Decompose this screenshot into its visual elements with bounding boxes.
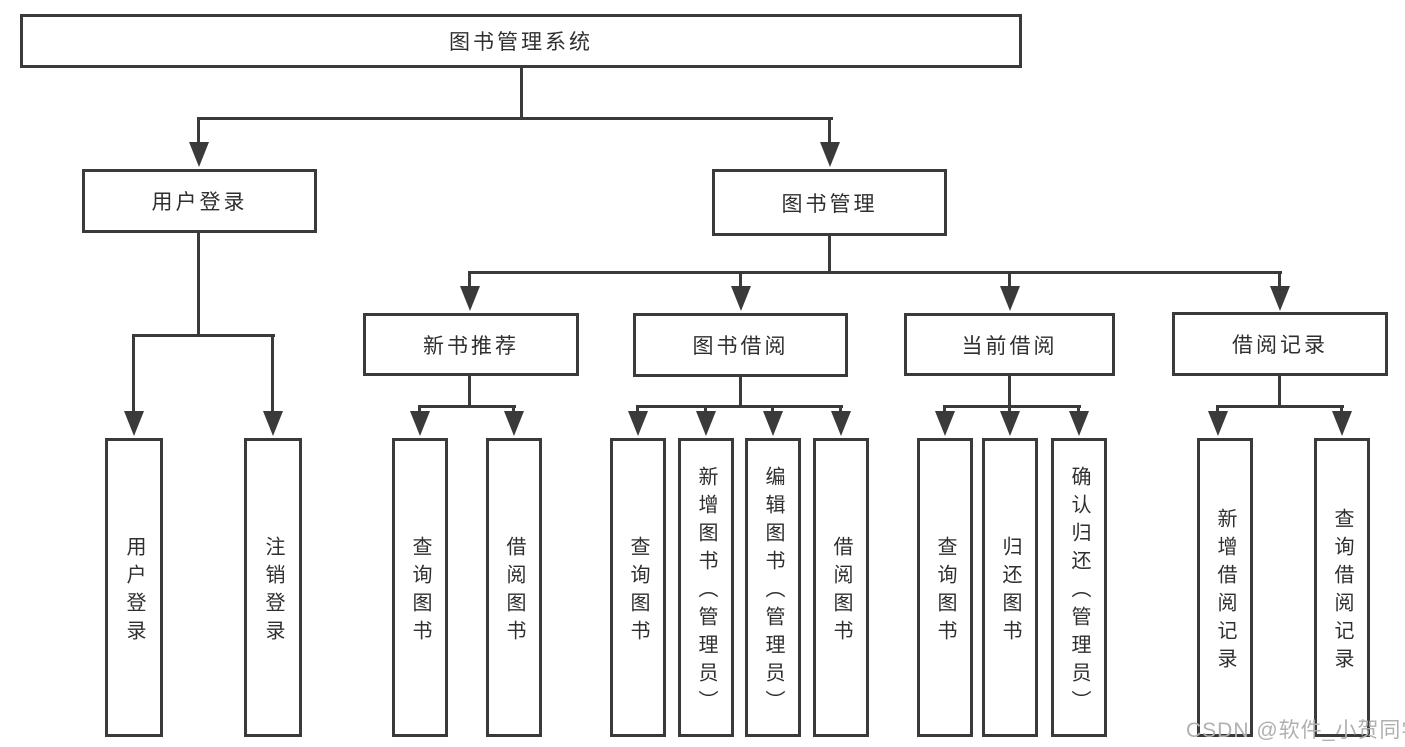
connector-line xyxy=(197,233,200,337)
leaf-label: 查询图书 xyxy=(627,535,649,648)
connector-line xyxy=(1008,271,1011,291)
arrow-down-icon xyxy=(504,411,524,436)
connector-line xyxy=(943,405,1081,408)
arrow-down-icon xyxy=(935,411,955,436)
leaf-edit-book-admin: 编辑图书（管理员） xyxy=(745,438,801,737)
node-new-book-recommend: 新书推荐 xyxy=(363,313,579,376)
leaf-label: 新增借阅记录 xyxy=(1214,507,1236,676)
leaf-query-books-current: 查询图书 xyxy=(917,438,973,737)
node-user-login: 用户登录 xyxy=(82,169,317,233)
node-book-borrowing: 图书借阅 xyxy=(633,313,848,377)
arrow-down-icon xyxy=(763,411,783,436)
leaf-logout: 注销登录 xyxy=(244,438,302,737)
leaf-label: 新增图书（管理员） xyxy=(695,465,717,718)
node-label: 图书管理 xyxy=(781,192,878,216)
node-label: 图书借阅 xyxy=(692,335,789,358)
leaf-label: 借阅图书 xyxy=(503,535,525,648)
connector-line xyxy=(197,117,200,152)
leaf-label: 查询图书 xyxy=(934,535,956,648)
node-label: 借阅记录 xyxy=(1232,334,1328,357)
arrow-down-icon xyxy=(1270,286,1290,311)
node-label: 当前借阅 xyxy=(961,334,1058,358)
leaf-label: 查询借阅记录 xyxy=(1331,507,1353,676)
leaf-label: 借阅图书 xyxy=(830,535,852,648)
arrow-down-icon xyxy=(1332,411,1352,436)
connector-line xyxy=(739,271,742,291)
node-current-borrowing: 当前借阅 xyxy=(904,313,1115,376)
connector-line xyxy=(520,68,523,120)
leaf-add-borrow-record: 新增借阅记录 xyxy=(1197,438,1253,737)
connector-line xyxy=(1278,271,1281,291)
arrow-down-icon xyxy=(1069,411,1089,436)
leaf-label: 归还图书 xyxy=(999,535,1021,648)
connector-line xyxy=(271,334,274,427)
arrow-down-icon xyxy=(696,411,716,436)
arrow-down-icon xyxy=(460,286,480,311)
leaf-label: 确认归还（管理员） xyxy=(1068,465,1090,718)
arrow-down-icon xyxy=(124,411,144,436)
connector-line xyxy=(468,271,471,291)
arrow-down-icon xyxy=(820,142,840,167)
connector-line xyxy=(1278,376,1281,408)
arrow-down-icon xyxy=(1000,286,1020,311)
connector-line xyxy=(468,376,471,408)
leaf-label: 用户登录 xyxy=(123,535,145,648)
watermark: CSDN @软件_小贺同学 xyxy=(1186,719,1405,742)
leaf-label: 注销登录 xyxy=(262,535,284,648)
node-label: 图书管理系统 xyxy=(449,31,593,54)
connector-line xyxy=(739,377,742,408)
connector-line xyxy=(197,117,833,120)
arrow-down-icon xyxy=(189,142,209,167)
leaf-query-books-recommend: 查询图书 xyxy=(392,438,448,737)
leaf-label: 查询图书 xyxy=(409,535,431,648)
node-book-management: 图书管理 xyxy=(712,169,947,236)
arrow-down-icon xyxy=(731,286,751,311)
arrow-down-icon xyxy=(1000,411,1020,436)
connector-line xyxy=(636,405,843,408)
connector-line xyxy=(828,117,831,152)
leaf-user-login: 用户登录 xyxy=(105,438,163,737)
arrow-down-icon xyxy=(831,411,851,436)
node-label: 用户登录 xyxy=(151,191,248,214)
connector-line xyxy=(1008,376,1011,408)
leaf-confirm-return-admin: 确认归还（管理员） xyxy=(1051,438,1107,737)
leaf-label: 编辑图书（管理员） xyxy=(762,465,784,718)
node-root: 图书管理系统 xyxy=(20,14,1022,68)
connector-line xyxy=(468,271,1282,274)
leaf-borrow-books-recommend: 借阅图书 xyxy=(486,438,542,737)
arrow-down-icon xyxy=(263,411,283,436)
leaf-query-books-borrowing: 查询图书 xyxy=(610,438,666,737)
arrow-down-icon xyxy=(628,411,648,436)
connector-line xyxy=(418,405,516,408)
node-label: 新书推荐 xyxy=(423,334,519,358)
connector-line xyxy=(828,236,831,274)
leaf-borrow-books-borrowing: 借阅图书 xyxy=(813,438,869,737)
connector-line xyxy=(1216,405,1344,408)
node-borrowing-records: 借阅记录 xyxy=(1172,312,1388,376)
arrow-down-icon xyxy=(1208,411,1228,436)
leaf-query-borrow-record: 查询借阅记录 xyxy=(1314,438,1370,737)
leaf-add-book-admin: 新增图书（管理员） xyxy=(678,438,734,737)
connector-line xyxy=(132,334,135,427)
leaf-return-books: 归还图书 xyxy=(982,438,1038,737)
arrow-down-icon xyxy=(410,411,430,436)
connector-line xyxy=(132,334,275,337)
